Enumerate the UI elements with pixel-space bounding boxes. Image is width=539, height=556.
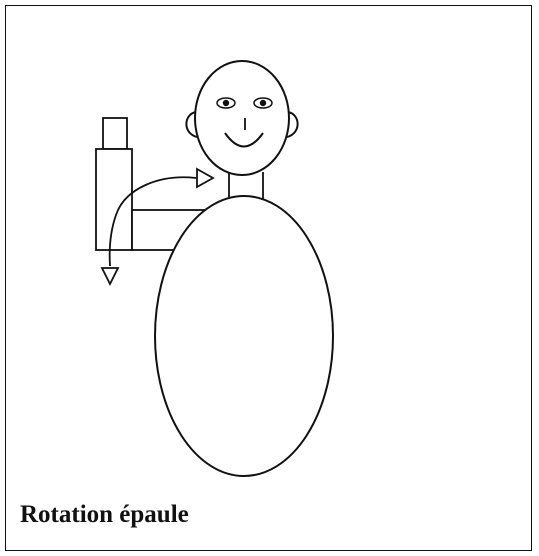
head bbox=[185, 60, 299, 176]
curved-arrow-icon bbox=[100, 167, 215, 287]
head-outline bbox=[194, 60, 290, 176]
right-pupil bbox=[259, 99, 267, 107]
mouth bbox=[224, 132, 264, 148]
right-ear bbox=[286, 111, 299, 138]
arrow-head-down bbox=[100, 267, 120, 287]
forearm bbox=[95, 148, 133, 251]
diagram-caption: Rotation épaule bbox=[20, 501, 189, 528]
rotation-arc bbox=[108, 176, 197, 267]
left-pupil bbox=[222, 99, 230, 107]
left-ear bbox=[185, 111, 198, 138]
torso bbox=[154, 195, 334, 477]
arrow-head-right bbox=[196, 167, 215, 189]
hand bbox=[102, 117, 128, 150]
